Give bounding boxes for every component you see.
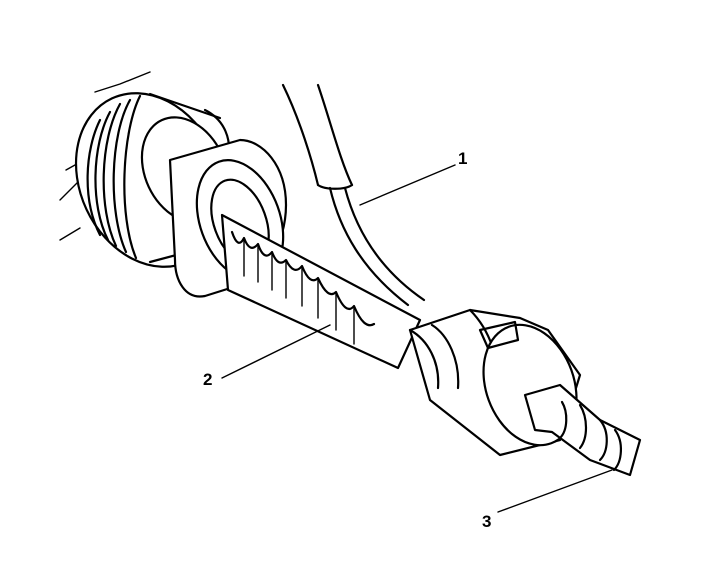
callout-2: 2 bbox=[203, 370, 212, 389]
leader-lines bbox=[221, 164, 613, 513]
callout-3: 3 bbox=[482, 512, 491, 531]
cable bbox=[281, 83, 426, 307]
leader-3 bbox=[497, 469, 613, 513]
leader-1 bbox=[359, 164, 456, 206]
leader-2 bbox=[221, 324, 331, 379]
output-shaft bbox=[523, 383, 642, 477]
callout-labels: 1 2 3 bbox=[203, 149, 491, 531]
notched-rod bbox=[220, 213, 422, 370]
callout-1: 1 bbox=[458, 149, 467, 168]
